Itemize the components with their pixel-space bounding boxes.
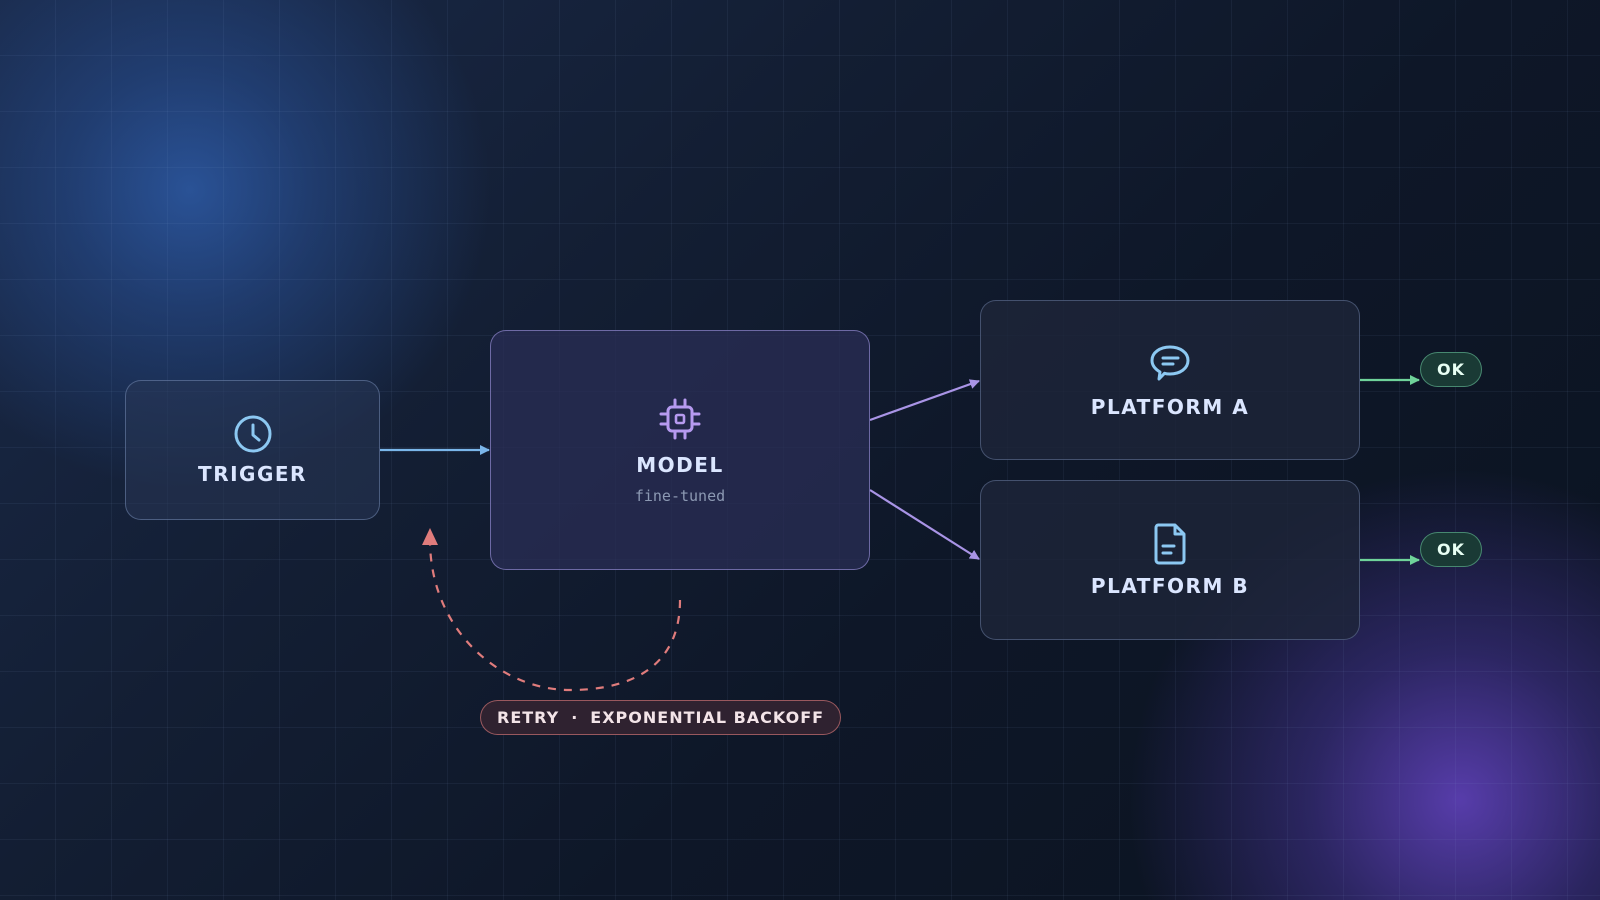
model-title: MODEL — [636, 453, 724, 477]
platform-a-title: PLATFORM A — [1090, 395, 1250, 419]
chat-bubble-icon — [1147, 341, 1193, 387]
retry-separator: · — [571, 708, 579, 727]
retry-label: RETRY — [497, 708, 560, 727]
platform-a-node[interactable]: PLATFORM A — [980, 300, 1360, 460]
document-icon — [1150, 522, 1190, 566]
retry-detail: EXPONENTIAL BACKOFF — [590, 708, 825, 727]
cpu-chip-icon — [656, 395, 704, 443]
retry-arrowhead — [422, 528, 438, 545]
platform-b-node[interactable]: PLATFORM B — [980, 480, 1360, 640]
clock-icon — [233, 414, 273, 454]
trigger-node[interactable]: TRIGGER — [125, 380, 380, 520]
edge-model-to-platform-a — [869, 379, 980, 422]
edge-retry-loop — [428, 539, 682, 692]
retry-label-pill: RETRY · EXPONENTIAL BACKOFF — [480, 700, 842, 735]
model-node[interactable]: MODEL fine-tuned — [490, 330, 870, 570]
platform-a-ok-badge: OK — [1420, 352, 1482, 387]
trigger-title: TRIGGER — [198, 462, 307, 486]
platform-b-title: PLATFORM B — [1090, 574, 1250, 598]
platform-b-ok-badge: OK — [1420, 532, 1482, 567]
edge-model-to-platform-b — [869, 489, 980, 560]
model-subtitle: fine-tuned — [634, 487, 726, 505]
